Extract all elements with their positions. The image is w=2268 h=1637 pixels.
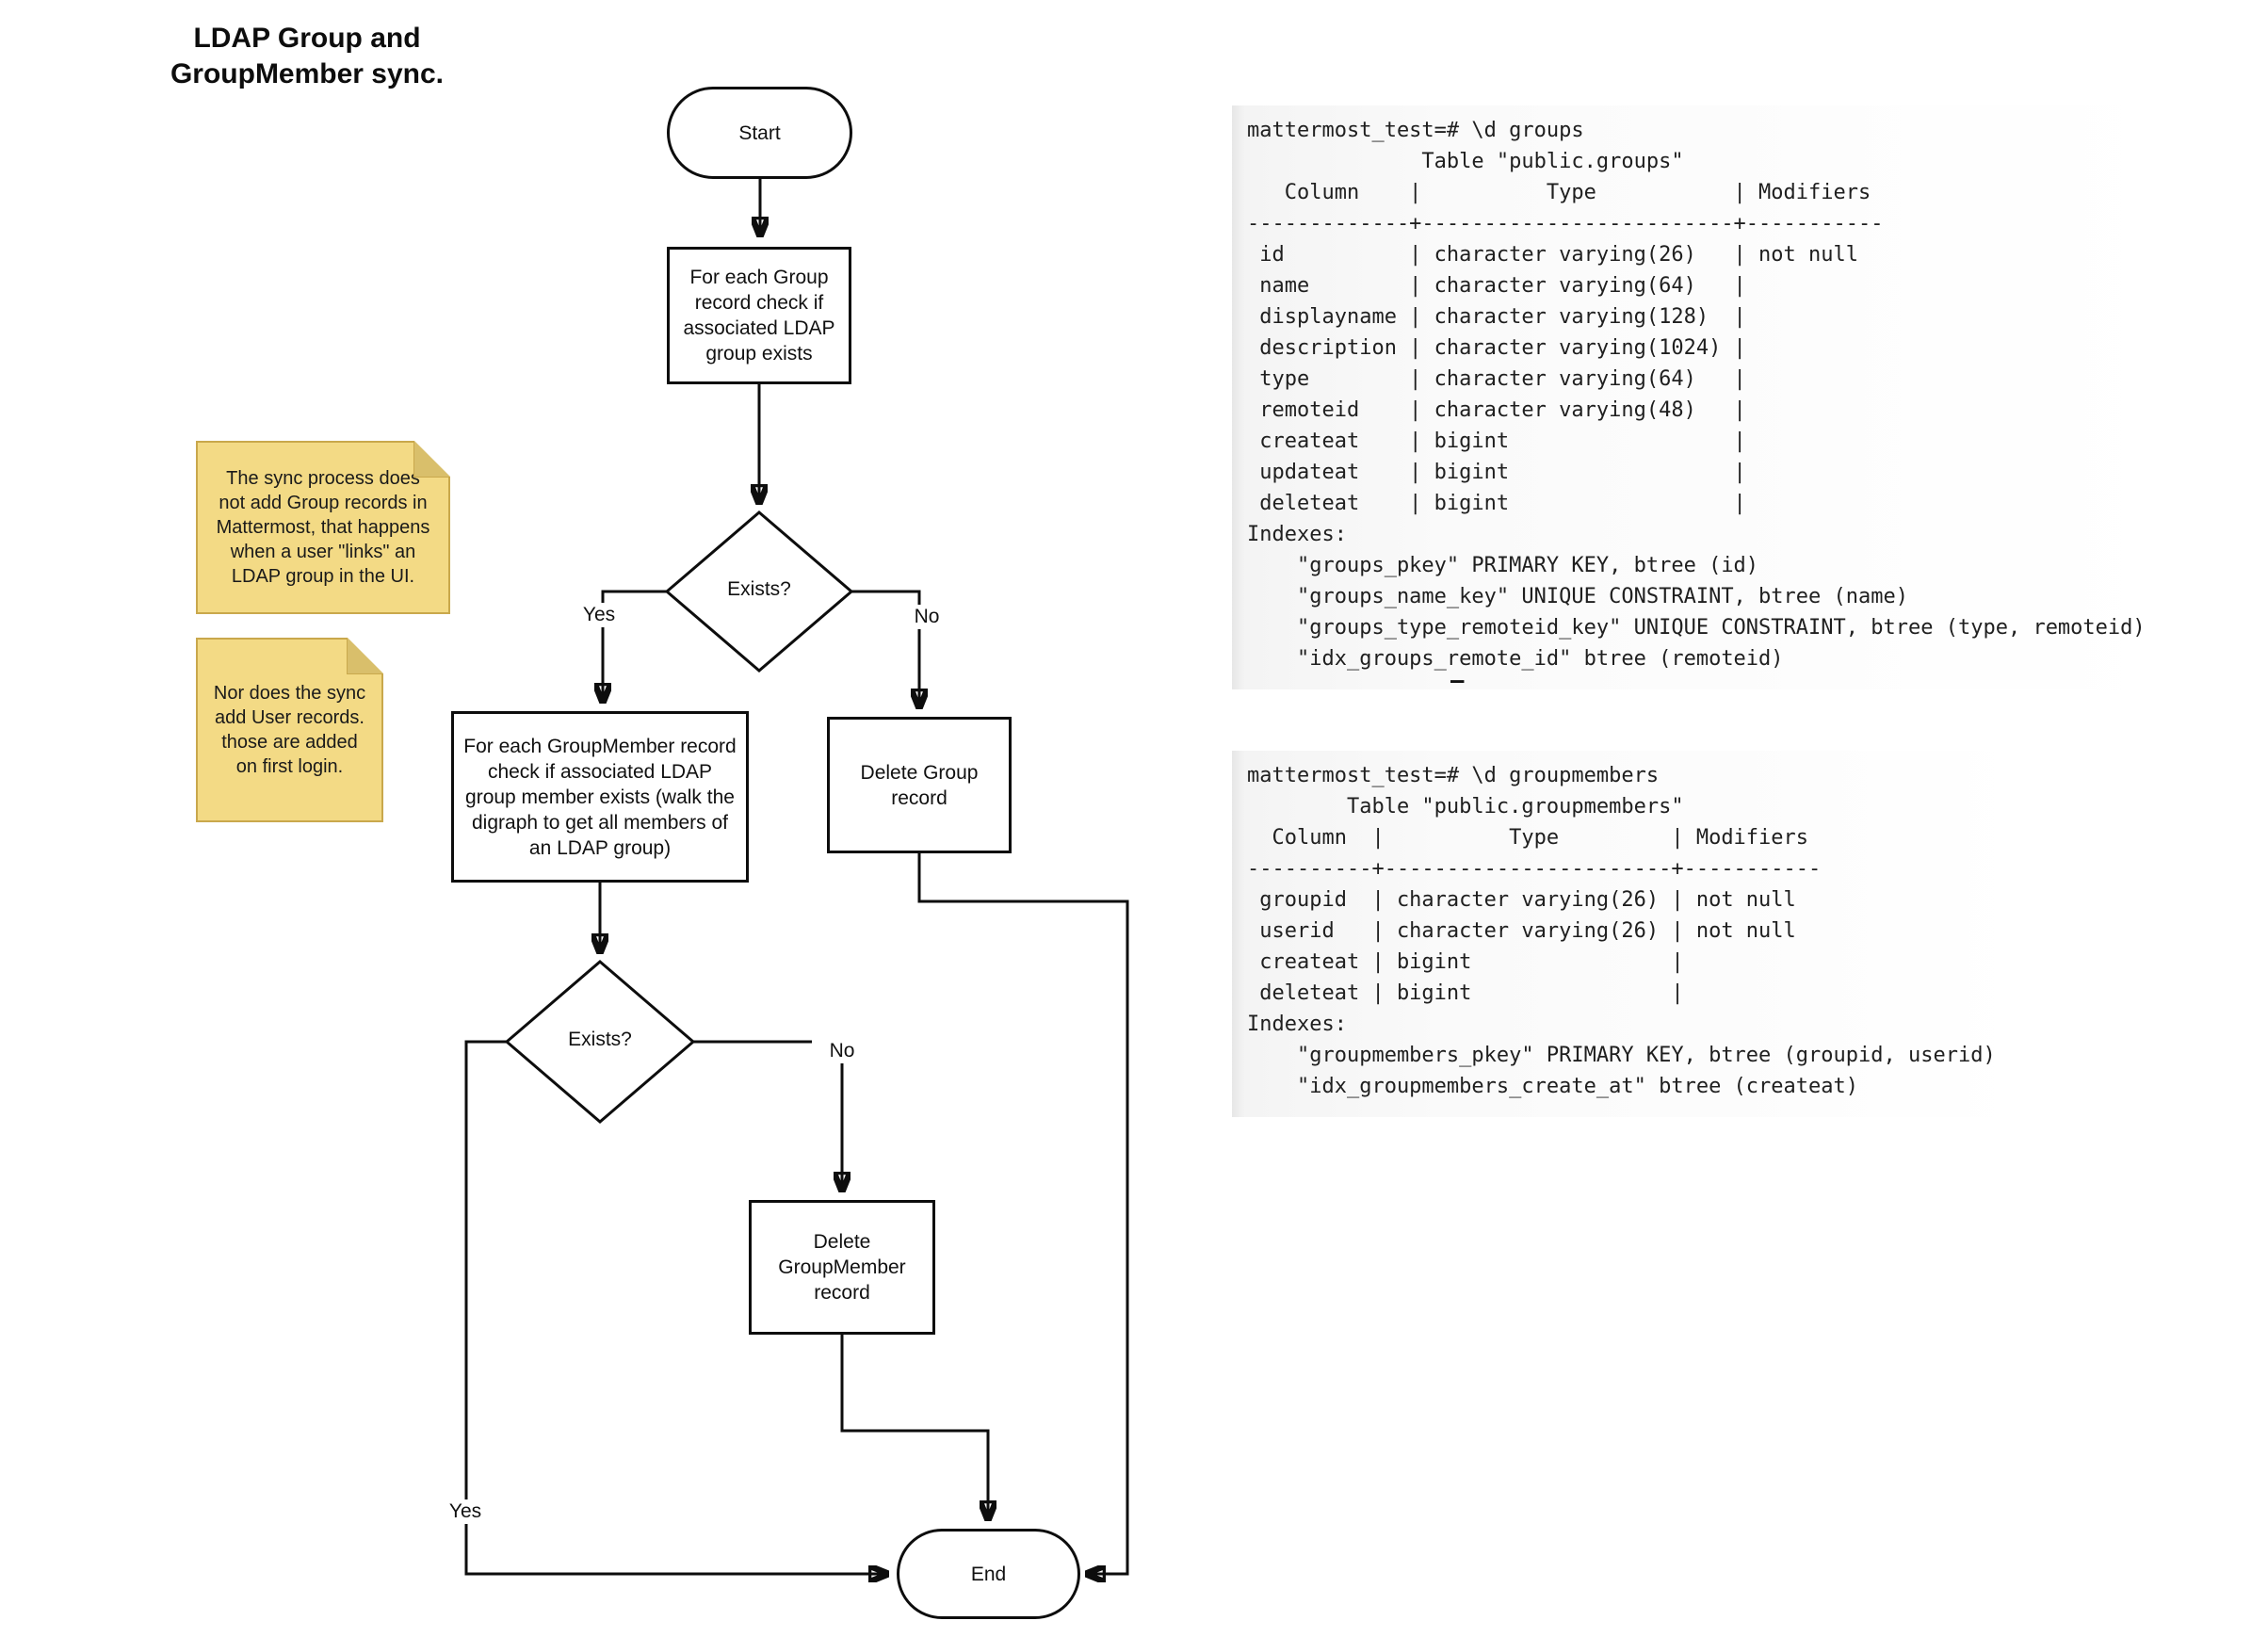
psql-groups-table-output: mattermost_test=# \d groups Table "publi… (1232, 105, 2170, 689)
edge-decision2-yes-to-end (464, 1040, 889, 1574)
decision2-label: Exists? (568, 1029, 632, 1050)
note2-line: add User records. (215, 707, 364, 728)
delete-groupmember-line: GroupMember (778, 1256, 906, 1278)
groupmember-check-line: digraph to get all members of (472, 811, 728, 834)
groupmember-check-line: group member exists (walk the (465, 786, 735, 808)
groupmember-check-line: an LDAP group) (528, 836, 672, 859)
sticky-note-user-records: Nor does the sync add User records. thos… (196, 638, 383, 822)
psql-groupmembers-table-output: mattermost_test=# \d groupmembers Table … (1232, 751, 2020, 1117)
decision2-yes-label: Yes (431, 1499, 499, 1524)
decision2-no-label: No (812, 1039, 872, 1063)
edge-decision1-yes (603, 590, 667, 704)
start-node: Start (667, 87, 852, 179)
start-node-label: Start (738, 122, 781, 144)
decision1-diamond (664, 511, 854, 673)
delete-groupmember-line: record (814, 1282, 870, 1304)
delete-group-node: Delete Group record (827, 717, 1012, 853)
note1-line: not add Group records in (219, 493, 428, 513)
note-fold-corner (348, 638, 383, 673)
decision1-yes-label: Yes (569, 603, 629, 627)
edge-deletegroup-to-end (917, 853, 1129, 1574)
group-check-line: For each Group (689, 267, 829, 288)
group-check-node: For each Group record check if associate… (667, 247, 851, 384)
note2-line: on first login. (235, 756, 344, 777)
groupmember-check-line: check if associated LDAP (487, 760, 713, 783)
note1-line: LDAP group in the UI. (231, 566, 415, 587)
delete-groupmember-node: Delete GroupMember record (749, 1200, 935, 1335)
note2-line: those are added (221, 732, 358, 753)
diagram-title-line2: GroupMember sync. (170, 58, 445, 89)
group-check-line: record check if (694, 292, 824, 314)
decision2-diamond (504, 960, 696, 1124)
delete-groupmember-line: Delete (813, 1231, 871, 1253)
decision1-no-label: No (897, 605, 957, 629)
delete-group-line: record (891, 786, 948, 809)
groupmember-check-node: For each GroupMember record check if ass… (451, 711, 749, 883)
note1-line: Mattermost, that happens (216, 517, 430, 538)
diagram-title-line1: LDAP Group and (193, 23, 421, 54)
group-check-line: associated LDAP (683, 317, 835, 339)
note1-line: when a user "links" an (230, 542, 416, 562)
group-check-line: group exists (705, 343, 813, 365)
sticky-note-group-records: The sync process does not add Group reco… (196, 441, 450, 614)
end-node: End (897, 1529, 1080, 1619)
edge-deletegroupmember-to-end (840, 1335, 988, 1521)
note2-line: Nor does the sync (213, 683, 366, 704)
groupmember-check-line: For each GroupMember record (463, 735, 737, 757)
diagram-title: LDAP Group and GroupMember sync. (147, 21, 467, 92)
edge-decision2-no (693, 1040, 842, 1192)
note1-line: The sync process does (226, 468, 420, 489)
delete-group-line: Delete Group (860, 761, 979, 784)
edge-decision1-no (851, 590, 919, 709)
end-node-label: End (970, 1563, 1007, 1585)
terminal-cursor: – (1450, 667, 1465, 693)
note-fold-corner (414, 441, 450, 477)
decision1-label: Exists? (727, 578, 791, 600)
